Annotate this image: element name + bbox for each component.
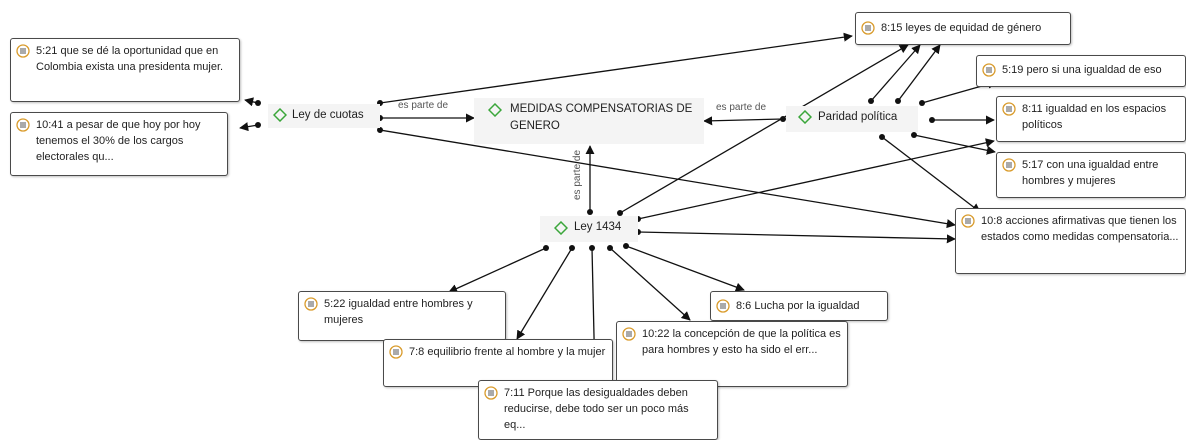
link-paridad-q108 — [881, 136, 981, 213]
quote-node-10-41[interactable]: 10:41 a pesar de que hoy por hoy tenemos… — [10, 112, 228, 176]
quote-text: 5:22 igualdad entre hombres y mujeres — [324, 298, 473, 326]
quote-node-5-22[interactable]: 5:22 igualdad entre hombres y mujeres — [298, 291, 506, 341]
quote-text: 10:41 a pesar de que hoy por hoy tenemos… — [36, 119, 201, 163]
link-origin-dot — [911, 132, 917, 138]
link-origin-dot — [780, 116, 786, 122]
link-paridad-q815a — [870, 44, 921, 102]
code-label: MEDIDAS COMPENSATORIAS DE GENERO — [510, 103, 693, 132]
link-origin-dot — [543, 245, 549, 251]
quotation-document-icon — [622, 327, 636, 341]
link-1434-q86 — [625, 245, 745, 292]
link-origin-dot — [255, 100, 261, 106]
quote-text: 8:6 Lucha por la igualdad — [736, 300, 860, 312]
link-cuotas-q1041 — [239, 122, 259, 132]
link-origin-dot — [895, 98, 901, 104]
quotation-document-icon — [16, 44, 30, 58]
quotation-document-icon — [861, 21, 875, 35]
relation-label-1434-medidas: es parte de — [572, 149, 583, 200]
code-label: Ley 1434 — [574, 221, 622, 233]
quote-node-8-6[interactable]: 8:6 Lucha por la igualdad — [710, 291, 888, 321]
quote-node-10-22[interactable]: 10:22 la concepción de que la política e… — [616, 321, 848, 387]
quote-node-10-8[interactable]: 10:8 acciones afirmativas que tienen los… — [955, 208, 1186, 274]
quote-node-5-21[interactable]: 5:21 que se dé la oportunidad que en Col… — [10, 38, 240, 102]
quotation-document-icon — [1002, 102, 1016, 116]
link-1434-q1022 — [609, 247, 691, 321]
code-node-medidas-compensatorias[interactable]: MEDIDAS COMPENSATORIAS DE GENERO — [474, 98, 704, 144]
link-1434-q108 — [637, 231, 956, 244]
link-origin-dot — [587, 209, 593, 215]
link-paridad-q517 — [913, 134, 996, 155]
quote-node-7-11[interactable]: 7:11 Porque las desigualdades deben redu… — [478, 380, 718, 440]
quote-text: 5:19 pero si una igualdad de eso — [1002, 64, 1162, 76]
diamond-code-icon — [273, 108, 287, 122]
link-origin-dot — [569, 245, 575, 251]
link-1434-q517 — [637, 138, 995, 220]
link-origin-dot — [868, 98, 874, 104]
relation-label-paridad-medidas: es parte de — [716, 102, 767, 113]
relation-label-cuotas-medidas: es parte de — [398, 100, 449, 111]
quote-text: 10:22 la concepción de que la política e… — [642, 328, 841, 356]
diamond-code-icon — [554, 221, 568, 235]
quotation-document-icon — [389, 345, 403, 359]
quotation-document-icon — [982, 63, 996, 77]
quote-node-5-17[interactable]: 5:17 con una igualdad entre hombres y mu… — [996, 152, 1186, 198]
link-origin-dot — [377, 127, 383, 133]
quotation-document-icon — [304, 297, 318, 311]
quote-text: 7:8 equilibrio frente al hombre y la muj… — [409, 346, 606, 358]
link-origin-dot — [255, 122, 261, 128]
link-cuotas-q815 — [379, 32, 853, 104]
link-origin-dot — [929, 117, 935, 123]
quotation-document-icon — [484, 386, 498, 400]
link-origin-dot — [879, 134, 885, 140]
code-node-ley-1434[interactable]: Ley 1434 — [540, 216, 638, 242]
link-origin-dot — [617, 210, 623, 216]
link-paridad-medidas — [703, 116, 784, 126]
quote-node-8-11[interactable]: 8:11 igualdad en los espacios políticos — [996, 96, 1186, 142]
diamond-code-icon — [488, 103, 502, 117]
quotation-document-icon — [16, 118, 30, 132]
quote-node-5-19[interactable]: 5:19 pero si una igualdad de eso — [976, 55, 1186, 87]
quote-text: 8:11 igualdad en los espacios políticos — [1022, 103, 1167, 131]
link-origin-dot — [623, 243, 629, 249]
link-1434-q78 — [516, 247, 573, 340]
quote-text: 7:11 Porque las desigualdades deben redu… — [504, 387, 689, 431]
link-paridad-q815b — [897, 44, 941, 102]
quote-node-8-15[interactable]: 8:15 leyes de equidad de género — [855, 12, 1071, 45]
diamond-code-icon — [798, 110, 812, 124]
quotation-document-icon — [961, 214, 975, 228]
code-node-paridad-politica[interactable]: Paridad política — [786, 106, 918, 132]
code-node-ley-de-cuotas[interactable]: Ley de cuotas — [268, 104, 380, 128]
quotation-document-icon — [1002, 158, 1016, 172]
quote-text: 5:17 con una igualdad entre hombres y mu… — [1022, 159, 1159, 187]
quote-text: 8:15 leyes de equidad de género — [881, 22, 1042, 34]
link-origin-dot — [919, 100, 925, 106]
code-label: Paridad política — [818, 111, 898, 123]
link-cuotas-q108 — [379, 129, 956, 229]
quote-node-7-8[interactable]: 7:8 equilibrio frente al hombre y la muj… — [383, 339, 613, 387]
code-label: Ley de cuotas — [292, 109, 364, 121]
quotation-document-icon — [716, 299, 730, 313]
quote-text: 5:21 que se dé la oportunidad que en Col… — [36, 45, 224, 73]
link-origin-dot — [607, 245, 613, 251]
link-origin-dot — [589, 245, 595, 251]
link-1434-q815 — [619, 44, 909, 214]
link-1434-q522 — [448, 247, 547, 293]
quote-text: 10:8 acciones afirmativas que tienen los… — [981, 215, 1179, 243]
